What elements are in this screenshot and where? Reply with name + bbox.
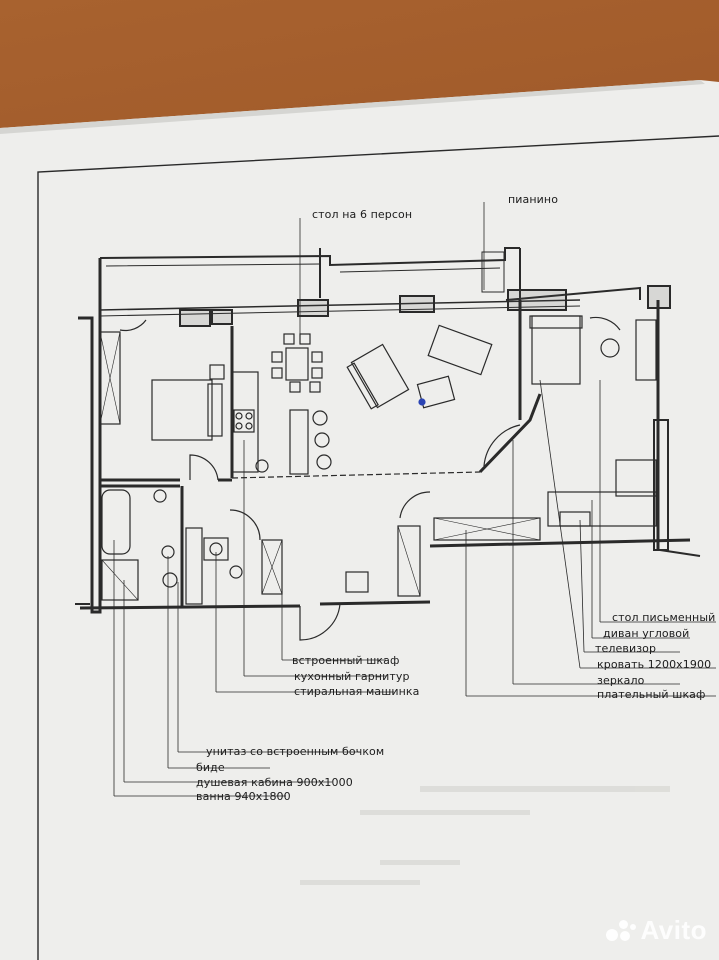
bed-2-pillow bbox=[529, 315, 583, 329]
shower-cabin bbox=[101, 559, 139, 601]
chair-7 bbox=[289, 381, 301, 393]
burner-1 bbox=[235, 412, 243, 420]
column-4 bbox=[507, 289, 567, 311]
paper-shadow bbox=[0, 80, 705, 134]
label-washer: стиральная машинка bbox=[294, 685, 420, 698]
paper-bleed bbox=[300, 786, 670, 885]
leader-lines bbox=[113, 202, 716, 797]
wc-toilet bbox=[229, 565, 243, 579]
balcony-rail bbox=[99, 247, 520, 267]
burner-2 bbox=[245, 412, 253, 420]
wall-bedroom2-bottom-ext bbox=[659, 549, 701, 557]
bath-sink bbox=[153, 489, 167, 503]
stove bbox=[233, 409, 255, 433]
door-arc-living bbox=[483, 424, 521, 467]
bathtub bbox=[101, 489, 131, 555]
avito-logo-icon bbox=[606, 919, 637, 942]
paper-sheet bbox=[0, 80, 719, 960]
label-tv: телевизор bbox=[595, 642, 657, 655]
chair-8 bbox=[309, 381, 321, 393]
blue-mark bbox=[418, 398, 426, 406]
corner-sofa-seat bbox=[547, 491, 657, 527]
leader-bed bbox=[539, 379, 581, 669]
label-toilet: унитаз со встроенным бочком bbox=[206, 745, 385, 758]
balcony-rail-inner bbox=[105, 263, 501, 273]
kitchen-counter bbox=[231, 371, 259, 473]
label-bath: ванна 940х1800 bbox=[196, 790, 291, 803]
burner-4 bbox=[245, 422, 253, 430]
label-shower: душевая кабина 900х1000 bbox=[196, 776, 353, 789]
closet-x2 bbox=[261, 539, 283, 595]
entry-door bbox=[299, 603, 341, 641]
column-2 bbox=[297, 299, 329, 317]
sofa-1 bbox=[350, 343, 410, 409]
label-bidet: биде bbox=[196, 761, 225, 774]
dining-table bbox=[285, 347, 309, 381]
shower-x bbox=[101, 559, 139, 601]
chair-2 bbox=[271, 367, 283, 379]
bed-1-pillow bbox=[207, 383, 223, 437]
balcony-right bbox=[505, 248, 641, 301]
chair-1 bbox=[271, 351, 283, 363]
sofa-2 bbox=[427, 324, 493, 376]
wc-wall bbox=[185, 527, 203, 605]
entry-closet-x bbox=[397, 525, 421, 597]
label-bed: кровать 1200х1900 bbox=[597, 658, 712, 671]
label-piano: пианино bbox=[508, 193, 559, 206]
door-bedroom2 bbox=[589, 316, 621, 331]
entry-mat bbox=[345, 571, 369, 593]
wardrobe-2-x2 bbox=[433, 517, 541, 541]
door-balcony-1 bbox=[119, 319, 147, 332]
balcony-lower bbox=[99, 299, 581, 311]
avito-logo-text: Avito bbox=[640, 915, 707, 945]
wardrobe-1-x2 bbox=[99, 331, 121, 425]
entry-closet bbox=[397, 525, 421, 597]
bed-1 bbox=[151, 379, 213, 441]
column-3 bbox=[399, 295, 435, 313]
tv-stand bbox=[559, 511, 591, 527]
column-6 bbox=[211, 309, 233, 325]
bar-stool-1 bbox=[312, 410, 328, 426]
chair-5 bbox=[283, 333, 295, 345]
burner-3 bbox=[235, 422, 243, 430]
wardrobe-2 bbox=[433, 517, 541, 541]
coffee-table bbox=[416, 375, 456, 409]
label-kitchen-set: кухонный гарнитур bbox=[294, 670, 410, 683]
wall-kitchen-left bbox=[231, 471, 481, 479]
outer-wall-bottom-right bbox=[319, 600, 431, 606]
bar-stool-3 bbox=[316, 454, 332, 470]
label-mirror: зеркало bbox=[597, 674, 645, 687]
piano-shape bbox=[481, 251, 505, 293]
toilet-shape bbox=[162, 572, 178, 588]
wardrobe-1 bbox=[99, 331, 121, 425]
label-table-6: стол на 6 персон bbox=[312, 208, 413, 221]
leader-tv bbox=[579, 519, 585, 653]
wall-diagonal bbox=[478, 393, 542, 474]
outer-wall-bottom bbox=[79, 604, 301, 610]
door-bedroom2-bottom bbox=[399, 491, 431, 519]
label-builtin-closet: встроенный шкаф bbox=[292, 654, 400, 667]
corner-sofa-arm bbox=[615, 459, 657, 497]
kitchen-island bbox=[289, 409, 309, 475]
desk bbox=[635, 319, 657, 381]
label-desk: стол письменный bbox=[612, 611, 716, 624]
kitchen-sink bbox=[255, 459, 269, 473]
label-wardrobe: плательный шкаф bbox=[597, 688, 706, 701]
bar-stool-2 bbox=[314, 432, 330, 448]
door-wc bbox=[229, 509, 261, 541]
nightstand bbox=[209, 364, 225, 380]
avito-watermark: Avito bbox=[606, 915, 707, 946]
drawing-frame bbox=[37, 135, 719, 960]
door-bedroom1 bbox=[189, 454, 219, 481]
sofa-1-back bbox=[346, 362, 379, 410]
floor-plan bbox=[75, 202, 716, 797]
chair-4 bbox=[311, 367, 323, 379]
desk-chair bbox=[600, 338, 620, 358]
wall-bedroom2-bottom bbox=[429, 538, 691, 548]
outer-wall-left bbox=[78, 258, 102, 614]
label-corner-sofa: диван угловой bbox=[603, 627, 690, 640]
chair-3 bbox=[311, 351, 323, 363]
column-1 bbox=[179, 309, 211, 327]
